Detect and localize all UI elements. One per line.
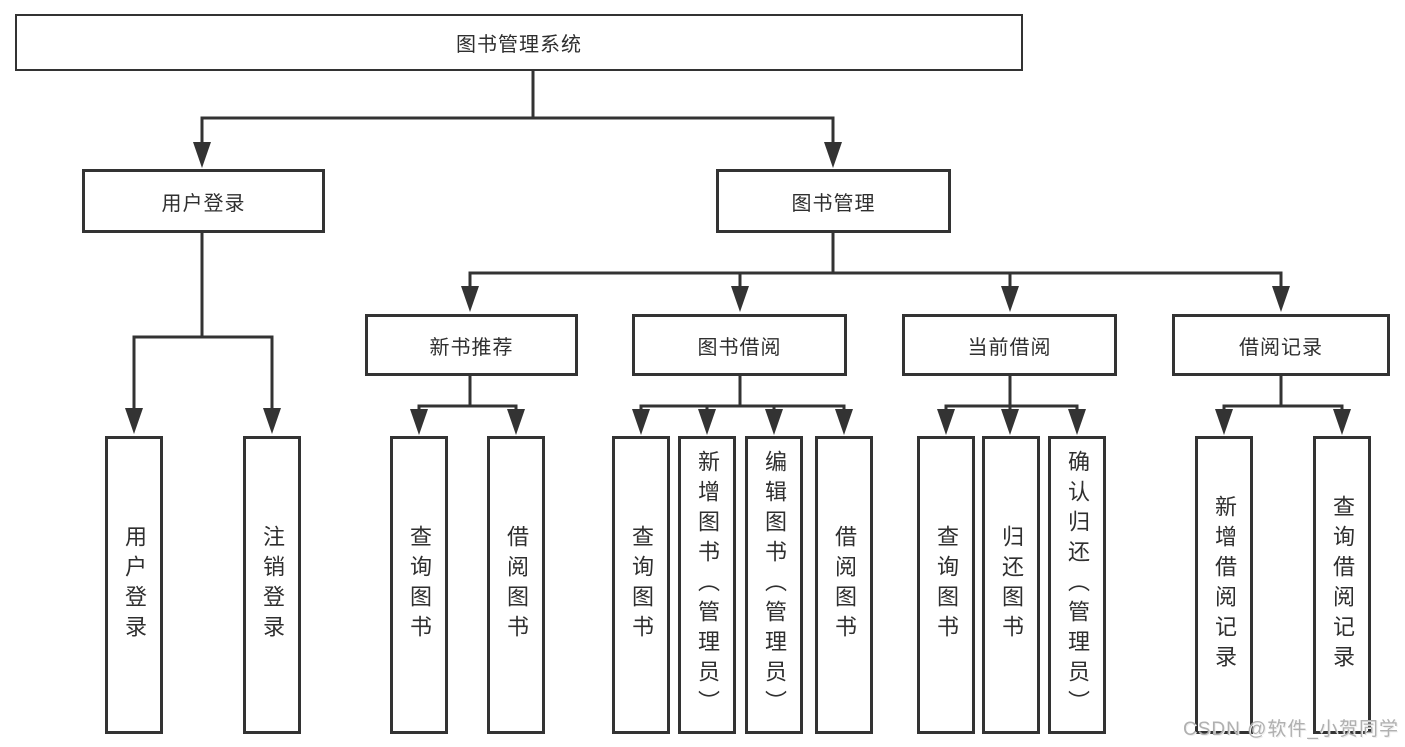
node-label: 新书推荐	[429, 336, 514, 359]
node-user-login: 用户登录	[82, 169, 325, 233]
arrowheads-new-book-recommend-children	[410, 409, 525, 435]
connector-user-login-children	[132, 231, 274, 415]
node-label: 查询借阅记录	[1330, 495, 1355, 675]
node-label: 图书管理系统	[456, 34, 582, 56]
leaf-return-books: 归还图书	[982, 436, 1040, 734]
leaf-confirm-return-admin: 确认归还（管理员）	[1048, 436, 1106, 734]
node-new-book-recommend: 新书推荐	[365, 314, 578, 376]
node-label: 新增图书（管理员）	[695, 450, 720, 720]
connector-borrow-records-children	[1222, 376, 1344, 420]
node-label: 编辑图书（管理员）	[762, 450, 787, 720]
leaf-add-borrow-record: 新增借阅记录	[1195, 436, 1253, 734]
node-label: 用户登录	[122, 525, 147, 645]
node-label: 确认归还（管理员）	[1065, 450, 1090, 720]
leaf-query-books-borrow: 查询图书	[612, 436, 670, 734]
csdn-watermark: CSDN @软件_小贺同学	[1183, 719, 1399, 740]
leaf-add-books-admin: 新增图书（管理员）	[678, 436, 736, 734]
node-label: 图书借阅	[697, 336, 782, 359]
node-label: 当前借阅	[967, 336, 1052, 359]
leaf-edit-books-admin: 编辑图书（管理员）	[745, 436, 803, 734]
connector-root-children	[200, 69, 835, 150]
leaf-user-login: 用户登录	[105, 436, 163, 734]
node-borrow-records: 借阅记录	[1172, 314, 1390, 376]
leaf-logout: 注销登录	[243, 436, 301, 734]
node-label: 借阅记录	[1239, 336, 1323, 359]
arrowheads-root-children	[193, 142, 842, 168]
node-current-borrow: 当前借阅	[902, 314, 1117, 376]
node-label: 新增借阅记录	[1212, 495, 1237, 675]
leaf-query-books-current: 查询图书	[917, 436, 975, 734]
arrowheads-user-login-children	[125, 408, 281, 434]
arrowheads-current-borrow-children	[937, 409, 1086, 435]
node-label: 归还图书	[999, 525, 1024, 645]
connector-new-book-recommend-children	[417, 376, 518, 420]
connector-book-management-children	[468, 232, 1283, 295]
node-library-management-system: 图书管理系统	[15, 14, 1023, 71]
node-book-management: 图书管理	[716, 169, 951, 233]
node-book-borrow: 图书借阅	[632, 314, 847, 376]
node-label: 查询图书	[629, 525, 654, 645]
arrowheads-borrow-records-children	[1215, 409, 1351, 435]
node-label: 查询图书	[407, 525, 432, 645]
connector-book-borrow-children	[639, 376, 846, 420]
leaf-borrow-books-recommend: 借阅图书	[487, 436, 545, 734]
node-label: 用户登录	[161, 192, 246, 215]
arrowheads-book-management-children	[461, 286, 1290, 312]
node-label: 借阅图书	[504, 525, 529, 645]
node-label: 注销登录	[260, 525, 285, 645]
node-label: 借阅图书	[832, 525, 857, 645]
node-label: 图书管理	[791, 192, 876, 215]
leaf-query-books-recommend: 查询图书	[390, 436, 448, 734]
leaf-borrow-books: 借阅图书	[815, 436, 873, 734]
node-label: 查询图书	[934, 525, 959, 645]
leaf-query-borrow-record: 查询借阅记录	[1313, 436, 1371, 734]
arrowheads-book-borrow-children	[632, 409, 853, 435]
